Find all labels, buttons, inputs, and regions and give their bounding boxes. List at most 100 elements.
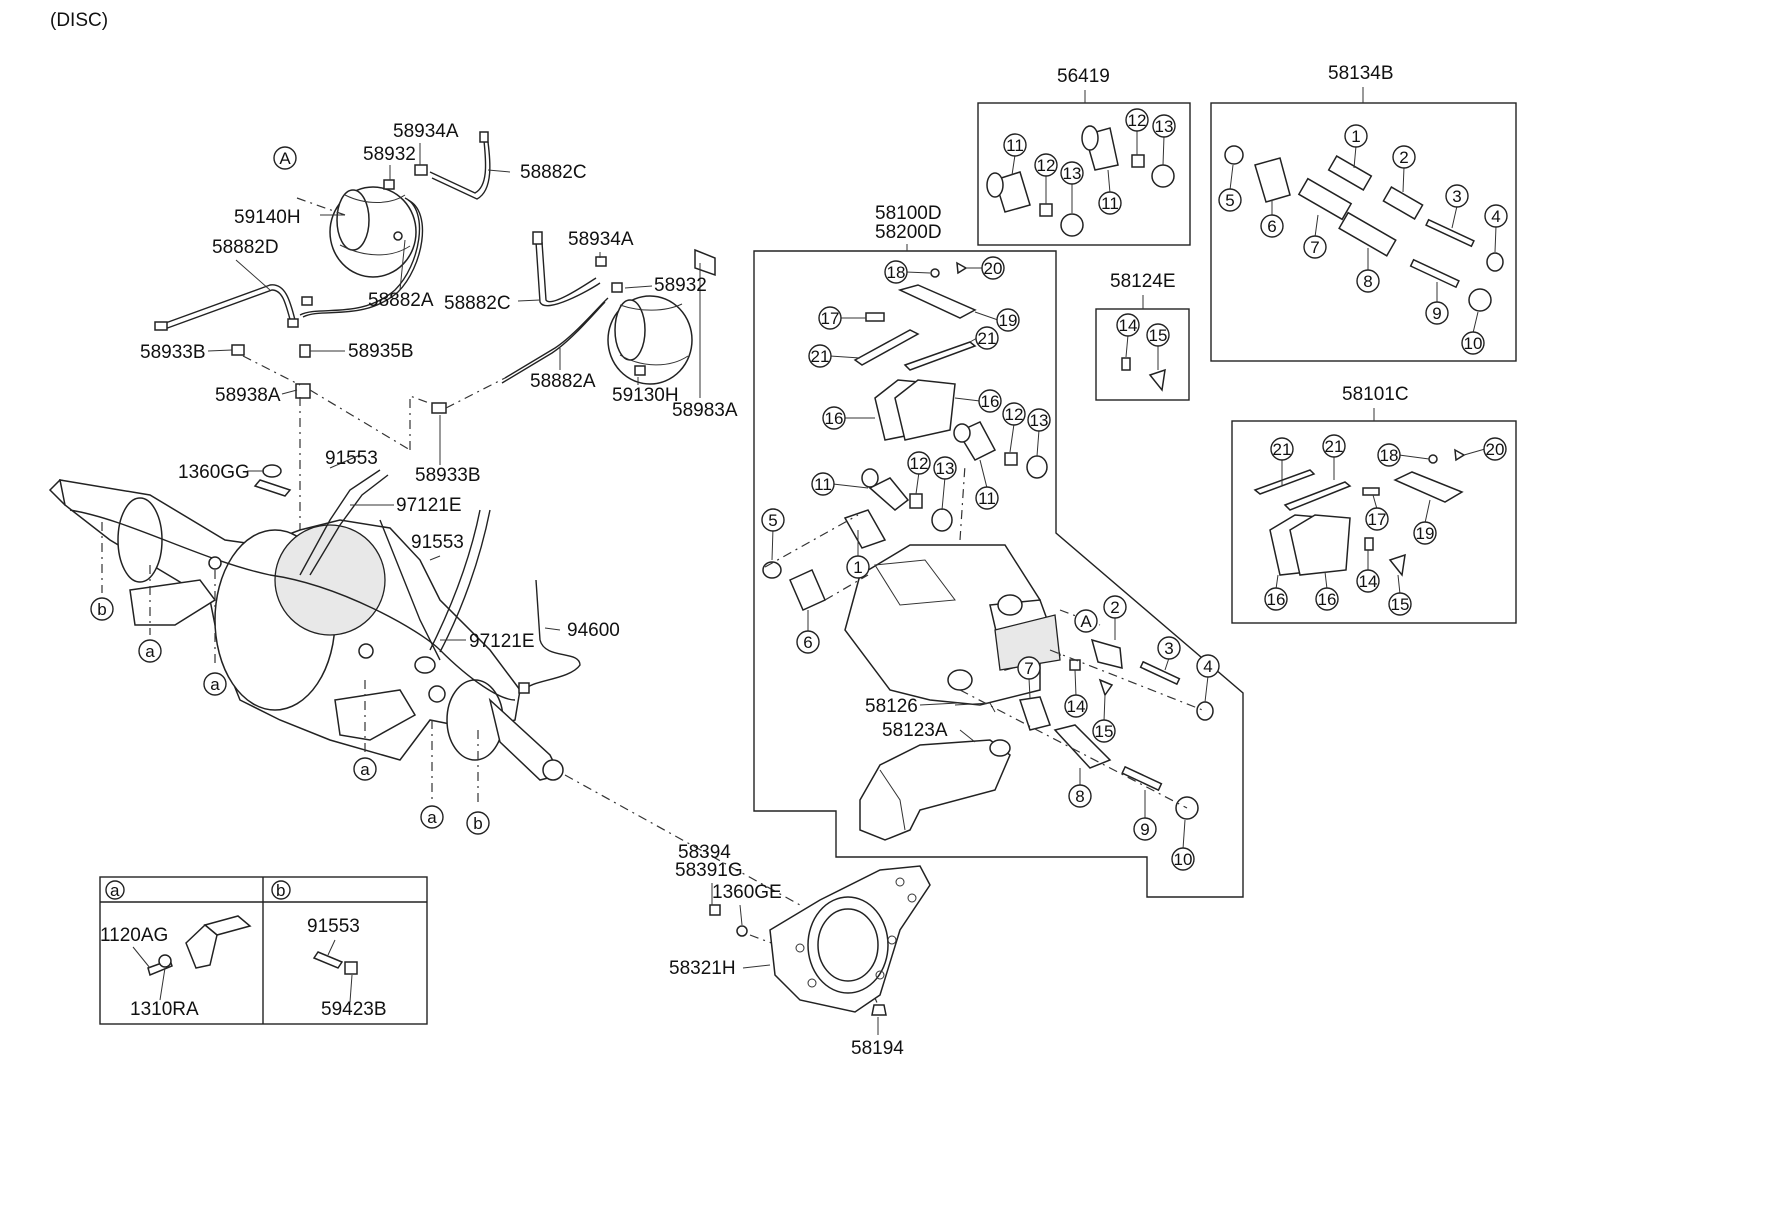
callout-circle <box>273 146 297 170</box>
callout-c16b-m: 16 <box>978 389 1002 413</box>
callout-number: 10 <box>1464 334 1483 353</box>
callout-c20-101: 20 <box>1483 437 1507 461</box>
part-label-97121e-a: 97121E <box>396 495 462 516</box>
callout-circle <box>466 811 490 835</box>
callout-c12b: 12 <box>1034 153 1058 177</box>
callout-ca4: a <box>420 805 444 829</box>
part-label-94600: 94600 <box>567 620 620 641</box>
callout-number: 12 <box>910 454 929 473</box>
callout-number: 16 <box>825 409 844 428</box>
callout-ca3: a <box>353 757 377 781</box>
kit-box-56419 <box>977 102 1191 246</box>
callout-c13-m2: 13 <box>933 456 957 480</box>
pointer-arrows <box>101 522 479 807</box>
callout-number: 4 <box>1491 207 1500 226</box>
callout-circle <box>978 389 1002 413</box>
callout-c7-m: 7 <box>1017 656 1041 680</box>
callout-circle <box>1171 847 1195 871</box>
part-label-59423b: 59423B <box>321 999 387 1020</box>
callout-ca2: a <box>203 672 227 696</box>
callout-circle <box>975 486 999 510</box>
callout-c8-134: 8 <box>1356 269 1380 293</box>
callout-c9-134: 9 <box>1425 301 1449 325</box>
part-label-1360ge: 1360GE <box>712 882 782 903</box>
callout-circle <box>996 308 1020 332</box>
callout-circle <box>420 805 444 829</box>
callout-circle <box>203 672 227 696</box>
callout-circle <box>1017 656 1041 680</box>
callout-ca1: a <box>138 639 162 663</box>
rear-axle-housing <box>48 479 564 781</box>
callout-number: 11 <box>814 475 832 494</box>
part-label-1310ra: 1310RA <box>130 999 199 1020</box>
callout-number: 14 <box>1359 572 1378 591</box>
anchor-plate-58321H <box>709 865 931 1016</box>
kit-56419-parts <box>986 125 1175 237</box>
callout-c5-134: 5 <box>1218 188 1242 212</box>
part-label-58126: 58126 <box>865 696 918 717</box>
callout-ca-top: A <box>273 146 297 170</box>
callout-number: 15 <box>1095 722 1114 741</box>
part-label-58391g: 58391G <box>675 860 743 881</box>
callout-number: 13 <box>1030 411 1049 430</box>
callout-c2-m: 2 <box>1103 595 1127 619</box>
callout-number: A <box>279 149 291 168</box>
callout-number: 17 <box>821 309 840 328</box>
callout-number: a <box>145 642 155 661</box>
part-label-1360gg: 1360GG <box>178 462 250 483</box>
kit-58101C-parts <box>1253 448 1486 595</box>
callout-number: 1 <box>853 558 862 577</box>
callout-circle <box>1425 301 1449 325</box>
callout-circle <box>1034 153 1058 177</box>
callout-circle <box>1157 636 1181 660</box>
callout-number: 21 <box>1273 440 1292 459</box>
callout-number: 15 <box>1149 326 1168 345</box>
part-label-58934a-top: 58934A <box>393 121 459 142</box>
callout-number: 7 <box>1024 659 1033 678</box>
callout-c11b: 11 <box>1098 191 1122 215</box>
callout-c17-101: 17 <box>1365 507 1389 531</box>
callout-circle <box>1365 507 1389 531</box>
callout-circle <box>1133 817 1157 841</box>
part-label-58983a: 58983A <box>672 400 738 421</box>
callout-circle <box>846 555 870 579</box>
callout-number: 16 <box>981 392 1000 411</box>
part-label-58933b-left: 58933B <box>140 342 206 363</box>
callout-c1-m: 1 <box>846 555 870 579</box>
callout-c21b-m: 21 <box>975 326 999 350</box>
part-label-58882c-mid: 58882C <box>444 293 511 314</box>
clip-grommet-icon <box>312 939 358 1003</box>
part-label-58100d: 58100D <box>875 203 942 224</box>
brake-chamber-59140H <box>329 186 417 278</box>
callout-c12-m1: 12 <box>1002 402 1026 426</box>
callout-circle <box>1356 269 1380 293</box>
part-label-58134b: 58134B <box>1328 63 1394 84</box>
callout-number: 12 <box>1037 156 1056 175</box>
callout-number: 15 <box>1391 595 1410 614</box>
callout-circle <box>1315 587 1339 611</box>
callout-circle <box>138 639 162 663</box>
callout-c11a: 11 <box>1003 133 1027 157</box>
callout-circle <box>1116 313 1140 337</box>
part-label-58882a-top: 58882A <box>368 290 434 311</box>
callout-circle <box>933 456 957 480</box>
callout-number: 21 <box>1325 437 1344 456</box>
diagram-title: (DISC) <box>50 10 108 31</box>
part-label-58123a: 58123A <box>882 720 948 741</box>
callout-c16a-101: 16 <box>1264 587 1288 611</box>
caliper-assembly-frame <box>753 250 1244 898</box>
kit-58124E-parts <box>1121 334 1166 392</box>
caliper-body <box>844 544 1061 706</box>
part-label-97121e-b: 97121E <box>469 631 535 652</box>
callout-c19-101: 19 <box>1413 521 1437 545</box>
callout-number: 2 <box>1110 598 1119 617</box>
caliper-pins-and-seals <box>762 421 1214 820</box>
callout-circle <box>1103 595 1127 619</box>
callout-c3-134: 3 <box>1445 184 1469 208</box>
callout-circle <box>90 597 114 621</box>
callout-c6-134: 6 <box>1260 214 1284 238</box>
callout-circle <box>1196 654 1220 678</box>
callout-circle <box>808 344 832 368</box>
callout-circle <box>884 260 908 284</box>
